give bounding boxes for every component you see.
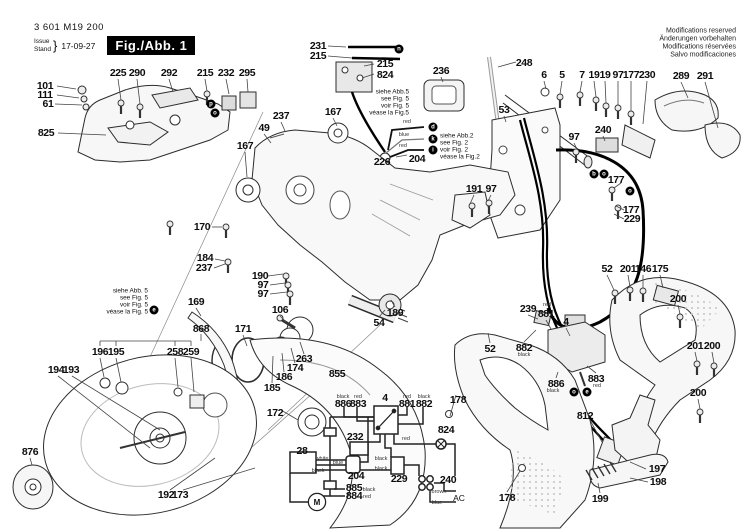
leader-lines bbox=[29, 45, 719, 494]
upper-housing bbox=[77, 84, 257, 163]
cover-plate bbox=[423, 79, 465, 112]
figure-badge: Fig./Abb. 1 bbox=[107, 36, 196, 55]
base-brackets bbox=[585, 394, 669, 489]
saw-blade-group bbox=[12, 354, 257, 516]
part-number: 3 601 M19 200 bbox=[34, 22, 104, 33]
issue-label-en: Issue bbox=[34, 38, 50, 46]
lower-guard bbox=[249, 337, 426, 529]
issue-label-de: Stand bbox=[34, 45, 51, 53]
handle-shells bbox=[445, 277, 736, 529]
brace-glyph: } bbox=[53, 38, 58, 53]
switch-block bbox=[547, 314, 606, 389]
blade-guard-parts bbox=[654, 90, 741, 159]
title-block: 3 601 M19 200 Issue Stand } 17-09-27 Fig… bbox=[34, 22, 196, 55]
saw-arm bbox=[235, 122, 516, 301]
issue-date: 17-09-27 bbox=[61, 40, 96, 51]
